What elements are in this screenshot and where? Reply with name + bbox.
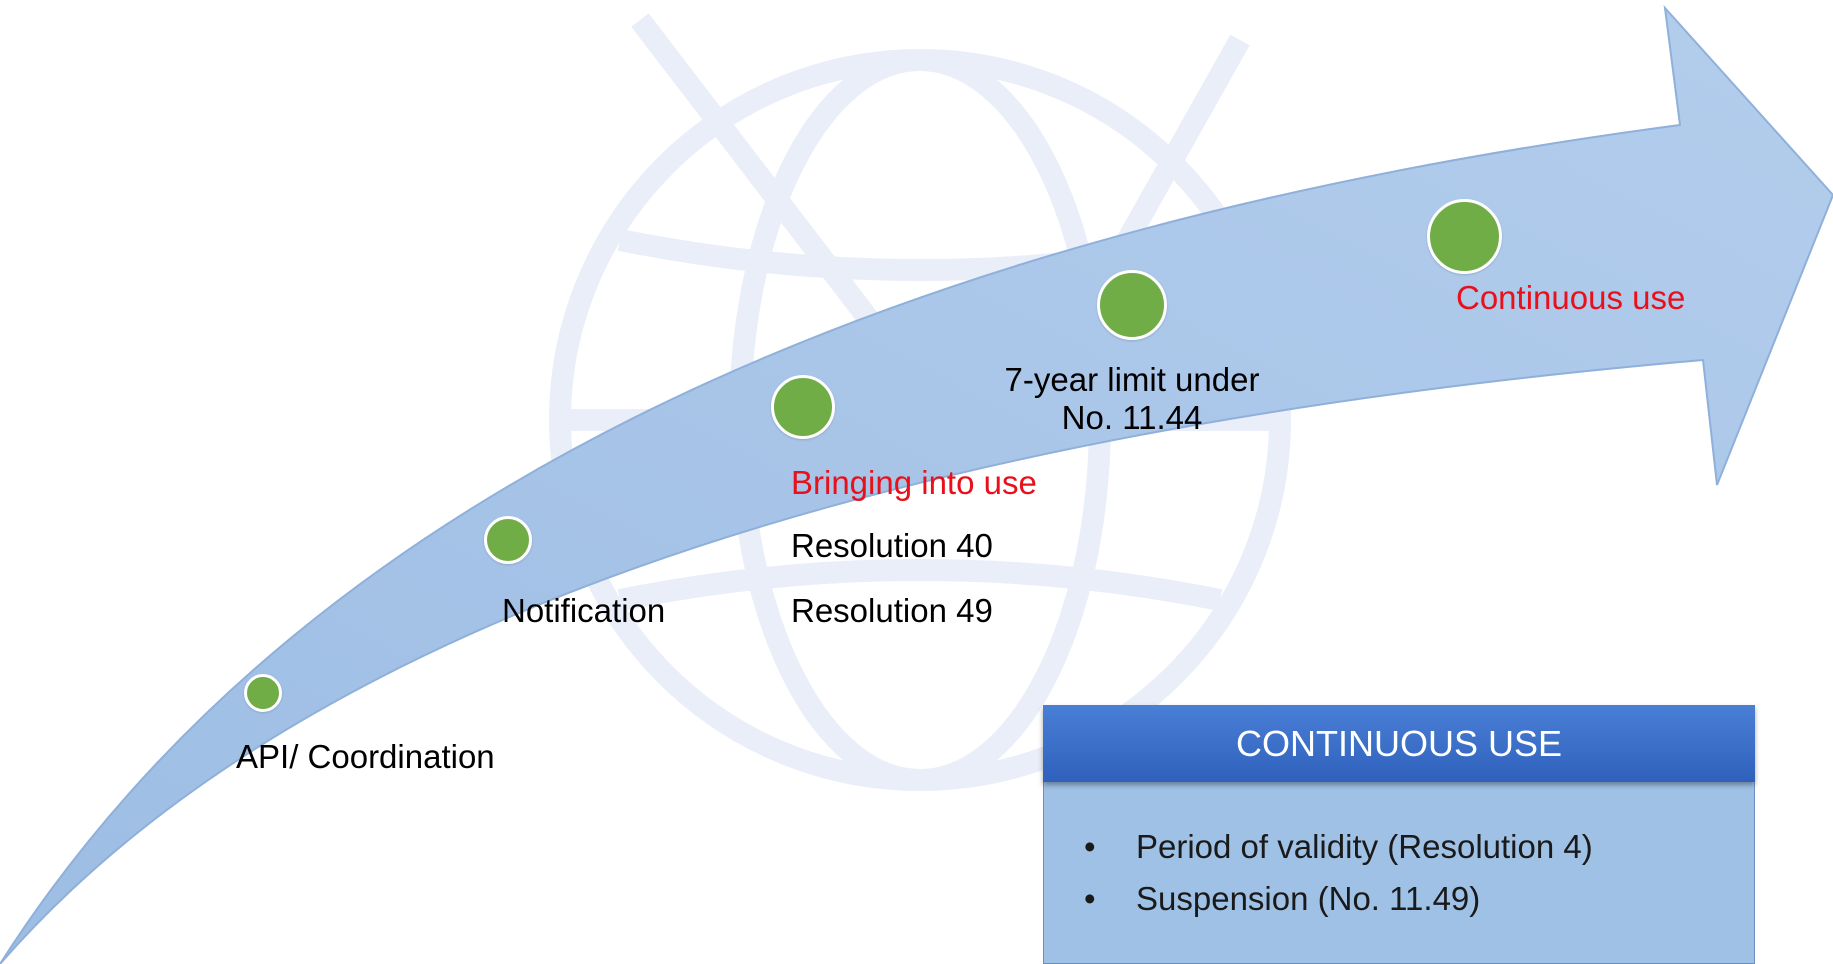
progress-arrow (0, 4, 1833, 964)
milestone-bringing-sub1: Resolution 40 (791, 527, 993, 564)
milestone-seven-year-line1: 7-year limit under (1004, 361, 1260, 398)
bullet-icon: • (1084, 828, 1096, 865)
list-item: • Suspension (No. 11.49) (1084, 873, 1593, 925)
milestone-bringing-sub2: Resolution 49 (791, 592, 993, 629)
continuous-use-panel: CONTINUOUS USE • Period of validity (Reso… (1043, 705, 1755, 964)
milestone-api-label: API/ Coordination (236, 738, 495, 775)
milestone-bringing-label: Bringing into use (791, 464, 1037, 501)
bullet-icon: • (1084, 880, 1096, 917)
milestone-seven-year-label: 7-year limit under No. 11.44 (967, 361, 1297, 437)
panel-list: • Period of validity (Resolution 4) • Susp… (1084, 821, 1593, 925)
list-item: • Period of validity (Resolution 4) (1084, 821, 1593, 873)
list-item-text: Period of validity (Resolution 4) (1136, 828, 1593, 865)
milestone-notification-node (484, 516, 532, 564)
milestone-continuous-node (1427, 199, 1502, 274)
milestone-notification-label: Notification (502, 592, 666, 629)
milestone-seven-year-node (1097, 270, 1167, 340)
milestone-api-node (244, 674, 282, 712)
milestone-continuous-label: Continuous use (1456, 279, 1686, 316)
list-item-text: Suspension (No. 11.49) (1136, 880, 1481, 917)
milestone-seven-year-line2: No. 11.44 (1061, 399, 1203, 436)
panel-title: CONTINUOUS USE (1043, 705, 1755, 782)
milestone-bringing-node (771, 375, 835, 439)
